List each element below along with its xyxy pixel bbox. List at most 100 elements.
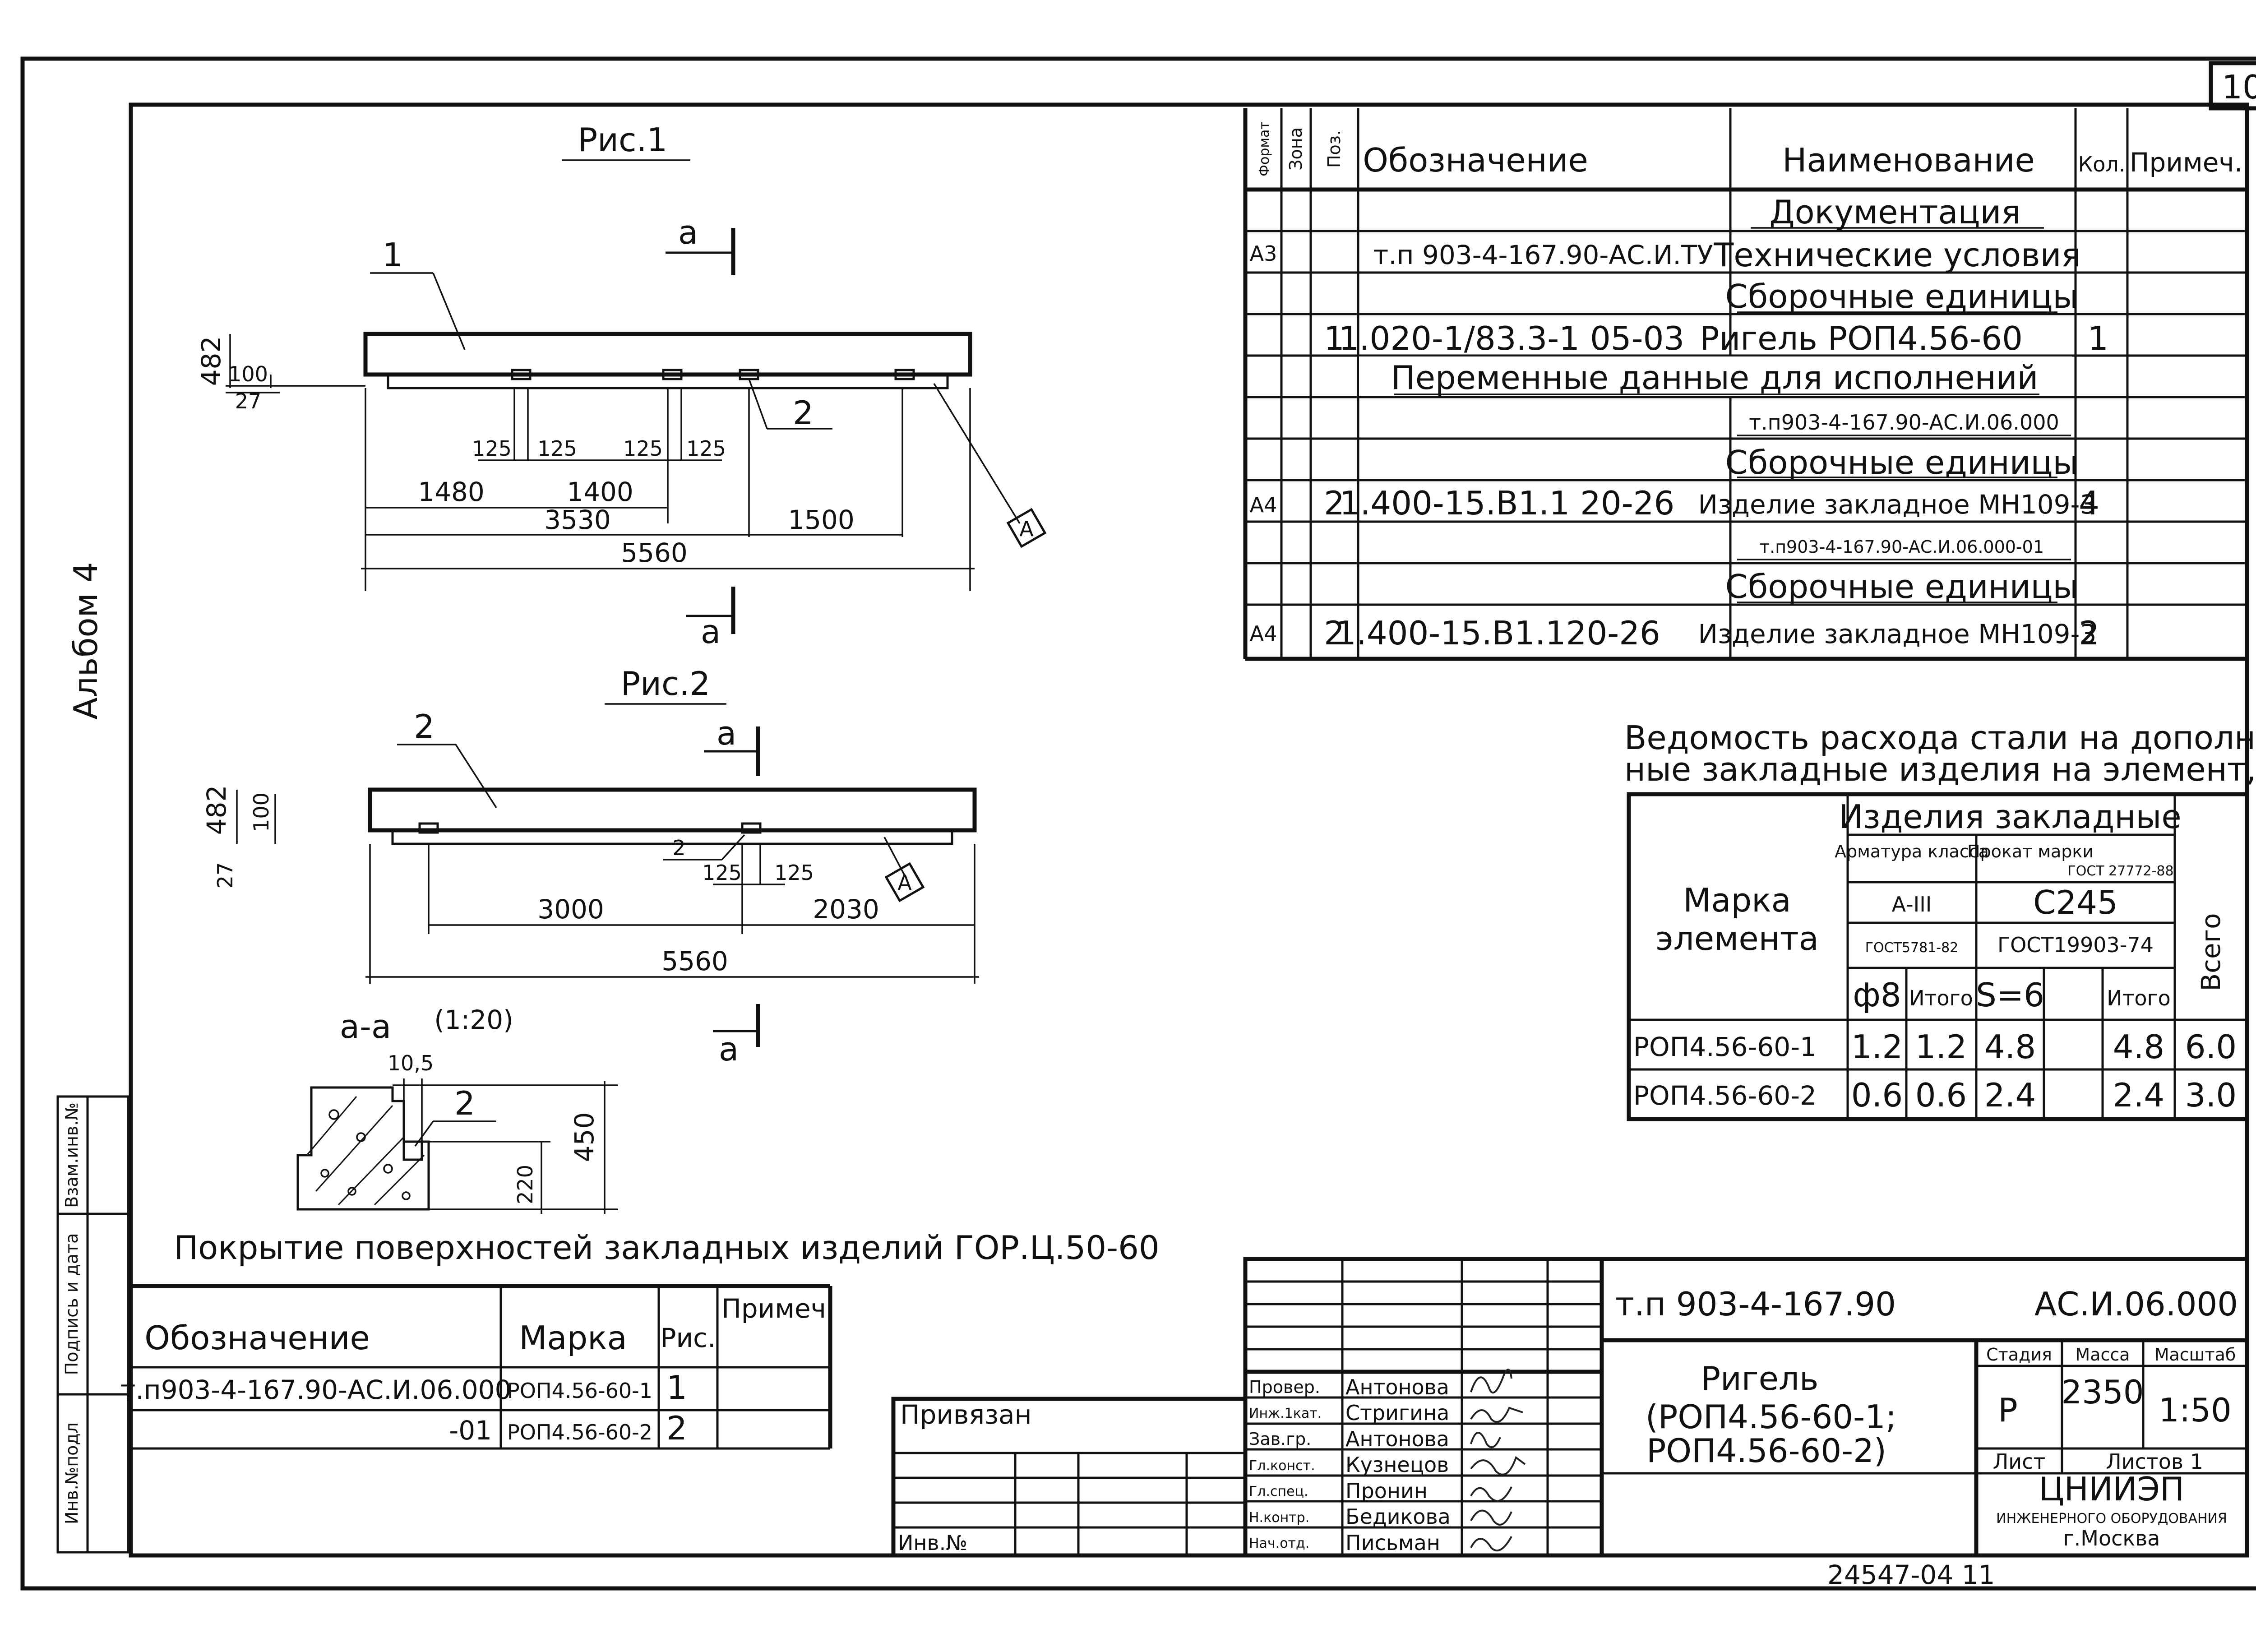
steel-col-itogo2: Итого [2107, 986, 2171, 1010]
tb-org-1: ЦНИИЭП [2039, 1470, 2184, 1508]
steel-row-2-phi8: 0.6 [1851, 1076, 1903, 1114]
privyazan-inv: Инв.№ [898, 1531, 967, 1555]
figure-1: Рис.1 а 1 2 А 482 100 27 [196, 121, 1047, 651]
fig1-section-mark-bottom: а [701, 613, 721, 651]
variants-row-1-mark: РОП4.56-60-1 [507, 1379, 652, 1403]
section-profile [296, 1086, 430, 1211]
bottom-code: 24547-04 11 [1827, 1559, 1995, 1590]
tb-role-6: Нач.отд. [1249, 1536, 1309, 1551]
privyazan-label: Привязан [900, 1399, 1032, 1430]
spec-row-8-name: т.п903-4-167.90-АС.И.06.000-01 [1760, 537, 2044, 557]
variants-header-fig: Рис. [661, 1323, 716, 1353]
spec-row-1-format: А3 [1250, 241, 1277, 266]
tb-org-3: г.Москва [2063, 1526, 2160, 1550]
tb-stage-label: Стадия [1986, 1345, 2052, 1365]
steel-col-phi8: ф8 [1853, 976, 1901, 1014]
spec-table: Формат Зона Поз. Обозначение Наименовани… [1243, 108, 2247, 661]
spec-row-1-name: Технические условия [1713, 236, 2080, 274]
steel-row-2-vsego: 3.0 [2185, 1076, 2237, 1114]
fig2-pos-2b: 2 [672, 836, 685, 860]
tb-code: АС.И.06.000 [2034, 1285, 2238, 1323]
fig2-pos-2a: 2 [414, 708, 435, 745]
fig1-dim-482: 482 [196, 336, 227, 386]
section-title: а-а [340, 1008, 391, 1046]
steel-group-header: Изделия закладные [1839, 798, 2181, 836]
steel-col-vsego: Всего [2196, 913, 2226, 991]
spec-row-6-name: Сборочные единицы [1725, 444, 2079, 481]
tb-stage: Р [1998, 1391, 2017, 1429]
spec-row-2-name: Сборочные единицы [1725, 278, 2079, 315]
spec-header-note: Примеч. [2130, 147, 2242, 178]
fig2-section-mark-bottom: а [719, 1030, 739, 1068]
spec-header-qty: Кол. [2078, 152, 2126, 176]
steel-gost-19903: ГОСТ19903-74 [1997, 933, 2154, 957]
spec-row-7-qty: 4 [2079, 484, 2099, 522]
vzam-inv-label: Взам.инв.№ [62, 1102, 82, 1208]
steel-row-1-itogo2: 4.8 [2113, 1028, 2165, 1066]
steel-c245: С245 [2033, 884, 2118, 921]
fig1-section-mark-top: а [678, 213, 698, 251]
tb-sheet-label: Лист [1993, 1449, 2046, 1474]
section-dim-220: 220 [513, 1165, 537, 1204]
title-block: т.п 903-4-167.90 АС.И.06.000 Ригель (РОП… [1243, 1257, 2249, 1558]
spec-row-1-designation: т.п 903-4-167.90-АС.И.ТУ [1373, 240, 1713, 270]
tb-role-name-1: Стригина [1345, 1401, 1449, 1425]
tb-sheets-label: Листов 1 [2106, 1449, 2203, 1474]
steel-gost-header: ГОСТ 27772-88 [2067, 863, 2173, 879]
inv-podl-label: Инв.№подл [62, 1422, 82, 1524]
spec-row-10-name: Изделие закладное МН109-3 [1698, 619, 2097, 649]
tb-name-2: (РОП4.56-60-1; [1646, 1398, 1896, 1436]
steel-class-a3: А-III [1892, 892, 1932, 916]
spec-header-format: Формат [1257, 121, 1272, 176]
spec-row-10-designation: 1.400-15.В1.120-26 [1336, 614, 1660, 652]
fig2-beam [368, 787, 977, 833]
tb-role-0: Провер. [1249, 1377, 1320, 1397]
privyazan-block: Привязан Инв.№ [891, 1397, 1248, 1558]
steel-gost-5781: ГОСТ5781-82 [1865, 940, 1959, 956]
tb-role-name-6: Письман [1345, 1531, 1440, 1555]
steel-row-2-mark: РОП4.56-60-2 [1633, 1080, 1817, 1111]
podpis-data-label: Подпись и дата [62, 1233, 82, 1375]
section-scale: (1:20) [434, 1004, 513, 1035]
fig1-dim-5560: 5560 [621, 537, 688, 568]
spec-row-7-name: Изделие закладное МН109-3 [1698, 489, 2097, 520]
figure-2: Рис.2 а 2 2 А 482 100 27 125 125 [201, 665, 979, 1068]
spec-variable-data: Переменные данные для исполнений [1391, 359, 2039, 397]
steel-row-1-phi8: 1.2 [1851, 1028, 1903, 1066]
tb-role-1: Инж.1кат. [1249, 1406, 1322, 1421]
fig1-dim-125-4: 125 [686, 436, 726, 461]
steel-table: Ведомость расхода стали на дополнитель- … [1624, 719, 2256, 1121]
spec-row-9-name: Сборочные единицы [1725, 568, 2079, 606]
variants-header-designation: Обозначение [144, 1319, 370, 1357]
fig2-dim-27: 27 [213, 862, 237, 889]
spec-row-0-name: Документация [1769, 193, 2020, 231]
fig1-pos-1: 1 [382, 236, 403, 274]
steel-row-1-mark: РОП4.56-60-1 [1633, 1032, 1817, 1062]
fig2-dim-3000: 3000 [537, 894, 604, 925]
fig2-title: Рис.2 [621, 665, 711, 703]
steel-row-1-vsego: 6.0 [2185, 1028, 2237, 1066]
tb-role-4: Гл.спец. [1249, 1484, 1308, 1499]
fig2-dim-5560: 5560 [661, 946, 728, 976]
tb-mass: 2350 [2061, 1373, 2144, 1411]
outer-frame [20, 56, 2256, 1591]
variants-row-2-mark: РОП4.56-60-2 [507, 1420, 652, 1444]
spec-header-pos: Поз. [1324, 130, 1344, 168]
spec-row-3-pos: 1 [1324, 319, 1345, 357]
steel-col-itogo1: Итого [1909, 986, 1973, 1010]
tb-scale-label: Масштаб [2154, 1345, 2236, 1365]
variants-header-note: Примеч [721, 1293, 826, 1324]
page-number: 10 [2222, 68, 2256, 106]
steel-row-2-s6: 2.4 [1984, 1076, 2036, 1114]
steel-row-1-itogo1: 1.2 [1915, 1028, 1967, 1066]
tb-role-name-0: Антонова [1345, 1375, 1449, 1399]
tb-scale: 1:50 [2159, 1391, 2232, 1429]
steel-mark-header-1: Марка [1683, 881, 1791, 919]
variants-table: Обозначение Марка Рис. Примеч т.п903-4-1… [120, 1284, 832, 1450]
steel-col-s6: S=6 [1976, 976, 2044, 1014]
coating-note: Покрытие поверхностей закладных изделий … [174, 1229, 1160, 1267]
fig1-title: Рис.1 [578, 121, 668, 159]
tb-roles: Провер. Антонова Инж.1кат. Стригина Зав.… [1249, 1375, 1451, 1555]
spec-header-name: Наименование [1782, 141, 2035, 179]
spec-header-zone: Зона [1286, 127, 1306, 171]
